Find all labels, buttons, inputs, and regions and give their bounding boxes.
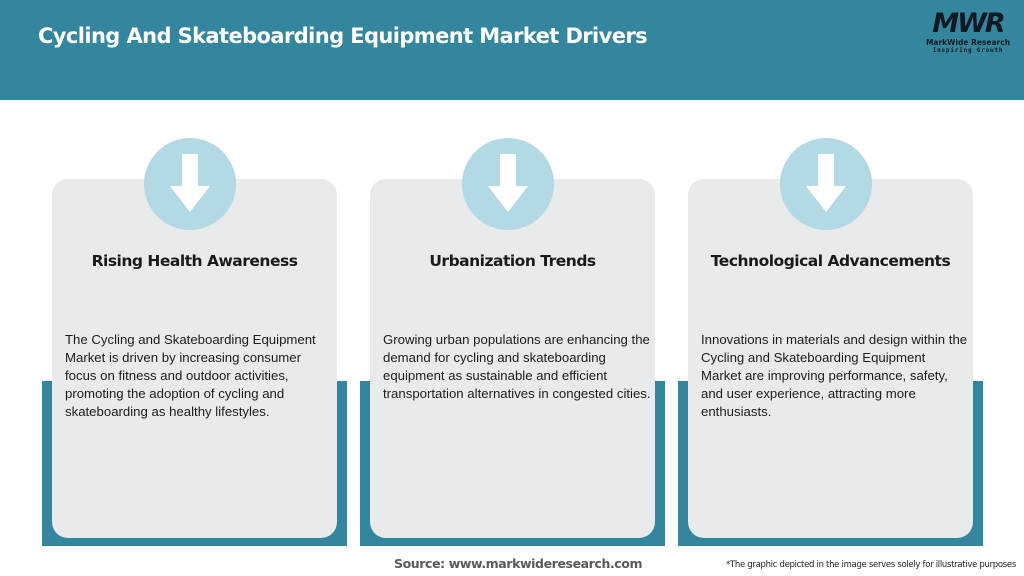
arrow-down-icon — [488, 154, 528, 212]
arrow-down-icon — [170, 154, 210, 212]
driver-title: Urbanization Trends — [429, 252, 596, 270]
disclaimer-note: *The graphic depicted in the image serve… — [726, 560, 1016, 570]
driver-title: Rising Health Awareness — [91, 252, 298, 270]
logo-tagline: Inspiring Growth — [932, 47, 1004, 54]
driver-description: Innovations in materials and design with… — [701, 332, 968, 419]
driver-icon-circle — [144, 138, 236, 230]
arrow-down-icon — [806, 154, 846, 212]
driver-title: Technological Advancements — [710, 252, 951, 270]
logo-mark: MWR — [932, 8, 1005, 39]
driver-description: Growing urban populations are enhancing … — [383, 332, 651, 401]
card-panel — [688, 179, 973, 538]
source-credit: Source: www.markwideresearch.com — [394, 556, 643, 571]
driver-card-urbanization-trends: Urbanization Trends Growing urban popula… — [360, 0, 666, 576]
logo-name: MarkWide Research — [925, 38, 1011, 47]
driver-card-technological-advancements: Technological Advancements Innovations i… — [678, 0, 984, 576]
header-banner: Cycling And Skateboarding Equipment Mark… — [0, 0, 1024, 100]
driver-icon-circle — [462, 138, 554, 230]
markwide-research-logo: MWR MarkWide Research Inspiring Growth — [922, 10, 1014, 60]
page-title: Cycling And Skateboarding Equipment Mark… — [38, 24, 648, 48]
driver-card-rising-health-awareness: Rising Health Awareness The Cycling and … — [42, 0, 348, 576]
card-panel — [52, 179, 337, 538]
driver-description: The Cycling and Skateboarding Equipment … — [65, 332, 316, 419]
driver-icon-circle — [780, 138, 872, 230]
card-panel — [370, 179, 655, 538]
